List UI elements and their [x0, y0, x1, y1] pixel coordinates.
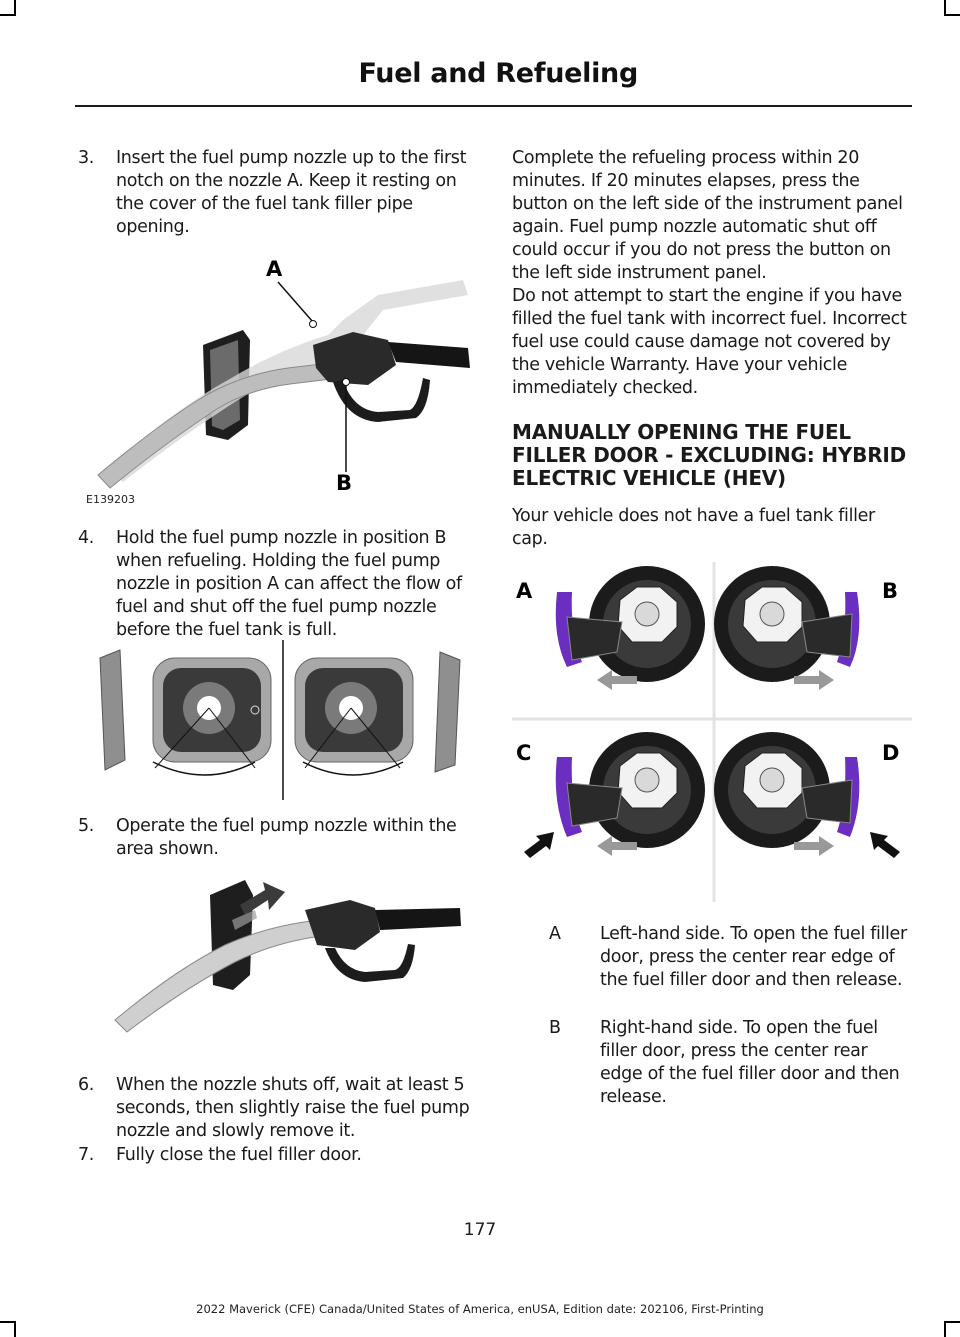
definition-text: Right-hand side. To open the fuel filler… [600, 1018, 900, 1107]
crop-mark [14, 1321, 16, 1337]
crop-mark [944, 14, 960, 16]
quadrant-c [524, 732, 705, 858]
callout-label-a: A [266, 257, 283, 281]
page-number: 177 [463, 1220, 497, 1240]
step-number: 5. [78, 816, 94, 836]
crop-mark [14, 0, 16, 14]
definition-text: Left-hand side. To open the fuel filler … [600, 924, 907, 990]
crop-mark [944, 1321, 946, 1337]
crop-mark [944, 0, 946, 14]
page-title: Fuel and Refueling [358, 58, 639, 89]
step-6: 6. When the nozzle shuts off, wait at le… [78, 1074, 473, 1143]
quadrant-label-b: B [882, 579, 898, 603]
filler-door-open-figure: A B C D [512, 562, 912, 902]
quadrant-label-d: D [882, 741, 899, 765]
quadrant-label-c: C [516, 741, 531, 765]
filler-rotation-illustration [99, 640, 461, 800]
no-filler-cap-paragraph: Your vehicle does not have a fuel tank f… [512, 506, 875, 549]
crop-mark [0, 1321, 16, 1323]
section-heading: MANUALLY OPENING THE FUEL FILLER DOOR - … [512, 420, 907, 490]
callout-label-b: B [336, 471, 352, 495]
step-number: 6. [78, 1075, 94, 1095]
definition-term: B [549, 1018, 561, 1038]
step-7: 7. Fully close the fuel filler door. [78, 1144, 473, 1167]
step-text: Hold the fuel pump nozzle in position B … [116, 528, 462, 640]
operating-area-figure [85, 870, 465, 1040]
page-footer: 2022 Maverick (CFE) Canada/United States… [196, 1302, 764, 1316]
incorrect-fuel-paragraph: Do not attempt to start the engine if yo… [512, 286, 907, 398]
step-text: When the nozzle shuts off, wait at least… [116, 1075, 470, 1141]
nozzle-position-figure: A B E139203 [78, 250, 478, 506]
step-5: 5. Operate the fuel pump nozzle within t… [78, 815, 473, 861]
step-3: 3. Insert the fuel pump nozzle up to the… [78, 147, 473, 239]
quadrant-label-a: A [516, 579, 533, 603]
step-number: 3. [78, 148, 94, 168]
step-4: 4. Hold the fuel pump nozzle in position… [78, 527, 473, 642]
refuel-time-paragraph: Complete the refueling process within 20… [512, 148, 903, 283]
nozzle-illustration: A B [97, 257, 470, 495]
quadrant-b [714, 566, 860, 690]
crop-mark [0, 14, 16, 16]
figure-code: E139203 [86, 493, 135, 506]
step-text: Operate the fuel pump nozzle within the … [116, 816, 457, 859]
filler-rotation-figure [95, 640, 475, 800]
definition-term: A [549, 924, 561, 944]
quadrant-d [714, 732, 900, 858]
step-number: 4. [78, 528, 94, 548]
header-divider [75, 105, 912, 107]
step-text: Insert the fuel pump nozzle up to the fi… [116, 148, 467, 237]
step-number: 7. [78, 1145, 94, 1165]
crop-mark [944, 1321, 960, 1323]
operating-area-illustration [114, 880, 461, 1033]
step-text: Fully close the fuel filler door. [116, 1145, 362, 1165]
quadrant-a [555, 566, 705, 690]
filler-door-quadrant-illustration: A B C D [512, 562, 912, 902]
